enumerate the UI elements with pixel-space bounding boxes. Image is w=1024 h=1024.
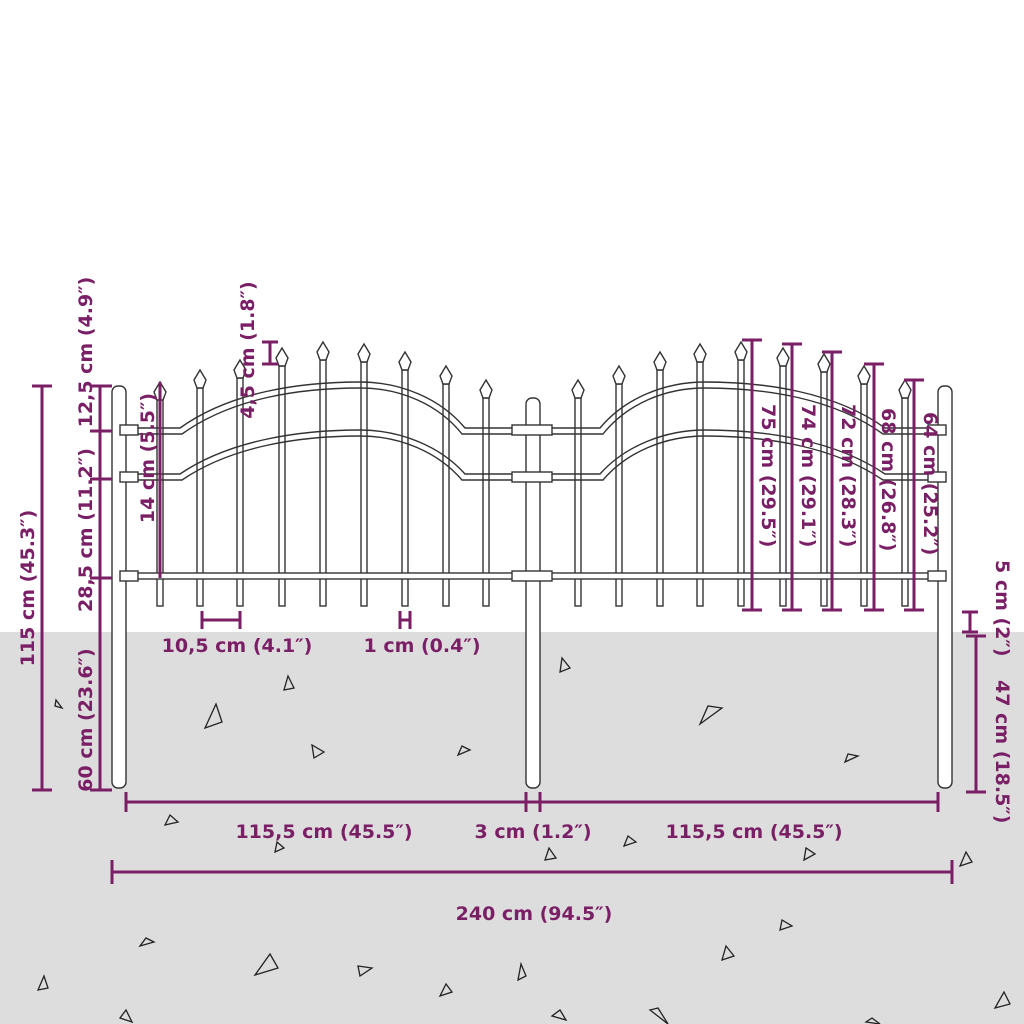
label-post-underground: 47 cm (18.5″): [991, 680, 1013, 823]
picket: [278, 365, 286, 607]
label-picket-74: 74 cm (29.1″): [797, 404, 819, 547]
label-picket-width: 1 cm (0.4″): [363, 635, 480, 657]
picket-finial: [776, 346, 790, 367]
picket: [401, 369, 409, 607]
dimension-labels: 115 cm (45.3″) 60 cm (23.6″) 28,5 cm (11…: [17, 277, 1013, 925]
label-top-section: 12,5 cm (4.9″): [75, 277, 97, 428]
picket: [779, 365, 787, 607]
rails: [119, 381, 947, 582]
picket: [360, 361, 368, 607]
bracket: [927, 570, 947, 582]
label-picket-64: 64 cm (25.2″): [919, 412, 941, 555]
bracket: [511, 471, 553, 483]
bracket: [511, 424, 553, 436]
dimension-lines: [32, 338, 986, 884]
left-middle-rail: [130, 429, 520, 475]
pickets: [153, 340, 912, 607]
right-middle-rail: [546, 429, 936, 475]
bracket: [511, 570, 553, 582]
picket-finial: [233, 358, 247, 379]
label-picket-72: 72 cm (28.3″): [837, 404, 859, 547]
label-post-diameter: 5 cm (2″): [991, 560, 1013, 657]
right-top-rail: [546, 381, 936, 429]
label-picket-68: 68 cm (26.8″): [877, 408, 899, 551]
left-top-rail: [130, 381, 520, 429]
right-middle-rail-inner: [546, 435, 936, 481]
fence-drawing: [111, 340, 953, 789]
label-above-ground-mid: 28,5 cm (11.2″): [75, 448, 97, 612]
bracket: [119, 471, 139, 483]
picket-finial: [612, 364, 626, 385]
picket-finial: [898, 378, 912, 399]
post-left: [111, 385, 127, 789]
post-middle: [525, 397, 541, 789]
label-picket-75: 75 cm (29.5″): [757, 404, 779, 547]
label-finial-height: 4,5 cm (1.8″): [237, 281, 259, 418]
bracket: [119, 570, 139, 582]
label-total-height: 115 cm (45.3″): [17, 510, 39, 667]
label-panel-width-right: 115,5 cm (45.5″): [665, 821, 842, 843]
ground-pebbles: [36, 656, 1011, 1024]
bracket: [119, 424, 139, 436]
picket-finial: [693, 342, 707, 363]
right-bottom-rail: [541, 572, 939, 580]
right-top-rail-inner: [546, 387, 936, 435]
picket-finial: [398, 350, 412, 371]
picket-finial: [316, 340, 330, 361]
label-rail-gap: 14 cm (5.5″): [137, 393, 159, 523]
picket: [319, 359, 327, 607]
picket: [696, 361, 704, 607]
label-total-width: 240 cm (94.5″): [456, 903, 613, 925]
picket-finial: [275, 346, 289, 367]
picket-finial: [857, 364, 871, 385]
bracket: [927, 471, 947, 483]
picket-finial: [479, 378, 493, 399]
picket: [656, 369, 664, 607]
label-picket-spacing: 10,5 cm (4.1″): [162, 635, 313, 657]
picket-finial: [817, 352, 831, 373]
ground-area: [0, 632, 1024, 1024]
picket-finial: [439, 364, 453, 385]
left-top-rail-inner: [130, 387, 520, 435]
picket: [820, 371, 828, 607]
left-bottom-rail: [127, 572, 525, 580]
label-panel-width-left: 115,5 cm (45.5″): [235, 821, 412, 843]
picket-finial: [734, 340, 748, 361]
label-post-width: 3 cm (1.2″): [474, 821, 591, 843]
post-right: [937, 385, 953, 789]
picket-finial: [193, 368, 207, 389]
picket-finial: [571, 378, 585, 399]
label-below-ground: 60 cm (23.6″): [75, 648, 97, 791]
picket: [737, 359, 745, 607]
bracket: [927, 424, 947, 436]
left-middle-rail-inner: [130, 435, 520, 481]
picket-finial: [357, 342, 371, 363]
picket-finial: [653, 350, 667, 371]
